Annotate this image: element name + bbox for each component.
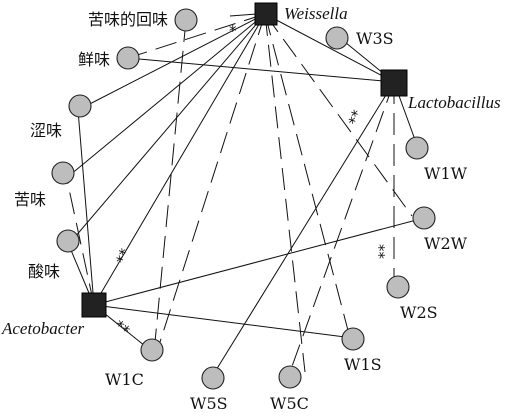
edge-acetobacter-bitterness: [65, 174, 95, 306]
edge-acetobacter-astringency: [77, 109, 95, 306]
label-bitter-aftertaste: 苦味的回味: [88, 10, 168, 29]
label-acetobacter: Acetobacter: [1, 319, 85, 338]
sig-lactobacillus-left: **: [345, 107, 367, 128]
node-w1w: [405, 136, 429, 160]
label-weissella: Weissella: [284, 4, 348, 23]
label-w1s: W1S: [344, 355, 382, 374]
node-w5c: [278, 365, 302, 389]
node-bitterness: [51, 161, 75, 185]
sig-acetobacter-weissella: **: [113, 246, 135, 267]
label-w3s: W3S: [356, 29, 394, 48]
node-w3s: [325, 26, 349, 50]
node-w2w: [412, 206, 436, 230]
label-w1w: W1W: [424, 164, 468, 183]
node-sourness: [56, 229, 80, 253]
edge-lactobacillus-umami: [127, 57, 395, 83]
node-w2s: [386, 275, 410, 299]
label-w1c: W1C: [105, 370, 144, 389]
sig-weissella-bitter-aftertaste: *: [229, 22, 237, 40]
edge-acetobacter-w1s: [93, 304, 354, 339]
node-w1c: [140, 338, 164, 362]
node-acetobacter: [81, 292, 107, 318]
node-w5s: [201, 366, 225, 390]
label-sourness: 酸味: [28, 262, 60, 281]
sig-lactobacillus-w2w: **: [370, 244, 388, 260]
node-umami: [116, 46, 140, 70]
label-w2s: W2S: [400, 303, 438, 322]
edge-lactobacillus-w5c: [289, 81, 395, 373]
edge-weissella-umami: [127, 13, 266, 59]
edge-lactobacillus-w5s: [212, 81, 395, 376]
label-w5c: W5C: [270, 394, 309, 413]
node-astringency: [68, 94, 92, 118]
edge-weissella-sourness: [68, 13, 266, 245]
node-weissella: [254, 2, 278, 26]
edge-weissella-acetobacter: [93, 13, 266, 306]
label-astringency: 涩味: [30, 121, 62, 140]
node-labels: Weissella Lactobacillus Acetobacter 苦味的回…: [1, 4, 501, 413]
node-lactobacillus: [380, 69, 408, 97]
taxon-nodes: [81, 2, 408, 318]
label-w2w: W2W: [424, 234, 468, 253]
edge-weissella-bitterness: [69, 13, 266, 176]
node-w1s: [341, 327, 365, 351]
label-w5s: W5S: [190, 394, 228, 413]
edge-weissella-w5c: [264, 13, 306, 373]
label-lactobacillus: Lactobacillus: [407, 93, 501, 112]
lactobacillus-edges: [127, 37, 419, 376]
label-umami: 鲜味: [78, 50, 110, 69]
label-bitterness: 苦味: [14, 190, 46, 209]
edge-weissella-lactobacillus: [264, 13, 395, 83]
edge-weissella-bitter-aftertaste: [229, 13, 257, 17]
attribute-nodes: [51, 8, 436, 390]
significance-markers: * ** ** ** **: [110, 22, 388, 340]
sig-acetobacter-w1c: **: [110, 316, 133, 340]
edge-weissella-w2w: [264, 13, 413, 217]
edge-acetobacter-bitter-aftertaste: [154, 19, 187, 343]
node-bitter-aftertaste: [174, 8, 198, 32]
weissella-edges: [68, 13, 413, 373]
edge-weissella-w1s: [264, 13, 351, 339]
edge-weissella-w1c: [159, 13, 266, 343]
edge-acetobacter-w2w: [93, 217, 425, 306]
